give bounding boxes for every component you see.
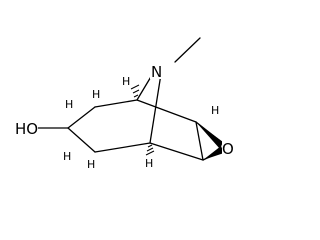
hydrogen-label: H bbox=[122, 75, 130, 88]
hydrogen-label: H bbox=[92, 88, 100, 101]
wedge-c6-o bbox=[203, 146, 224, 160]
hydrogen-label: H bbox=[211, 104, 219, 117]
molecule-diagram: N HO O H H H H H H H bbox=[15, 37, 234, 171]
bond-c1-c2 bbox=[94, 99, 138, 108]
bond-c6-c7 bbox=[195, 121, 204, 161]
hydrogen-label: H bbox=[63, 150, 71, 163]
hydroxyl-label: HO bbox=[15, 120, 38, 138]
epoxide-oxygen-label: O bbox=[222, 140, 234, 158]
bond-c3-c4 bbox=[67, 127, 96, 153]
bond-n-c5 bbox=[149, 73, 162, 144]
bond-c5-c6 bbox=[149, 142, 204, 161]
hydrogen-label: H bbox=[145, 157, 153, 170]
bond-n-methyl bbox=[174, 37, 201, 63]
scopine-structure: N HO O H H H H H H H bbox=[15, 37, 234, 171]
hash-c1-h bbox=[130, 84, 140, 98]
hydrogen-label: H bbox=[87, 158, 95, 171]
wedge-c7-o bbox=[196, 122, 223, 149]
hydrogen-label: H bbox=[65, 98, 73, 111]
bond-c1-c7 bbox=[136, 99, 197, 123]
bond-c4-c5 bbox=[94, 142, 151, 153]
bond-c2-c3 bbox=[67, 106, 96, 129]
hash-c5-h bbox=[145, 144, 155, 156]
nitrogen-label: N bbox=[151, 63, 162, 81]
